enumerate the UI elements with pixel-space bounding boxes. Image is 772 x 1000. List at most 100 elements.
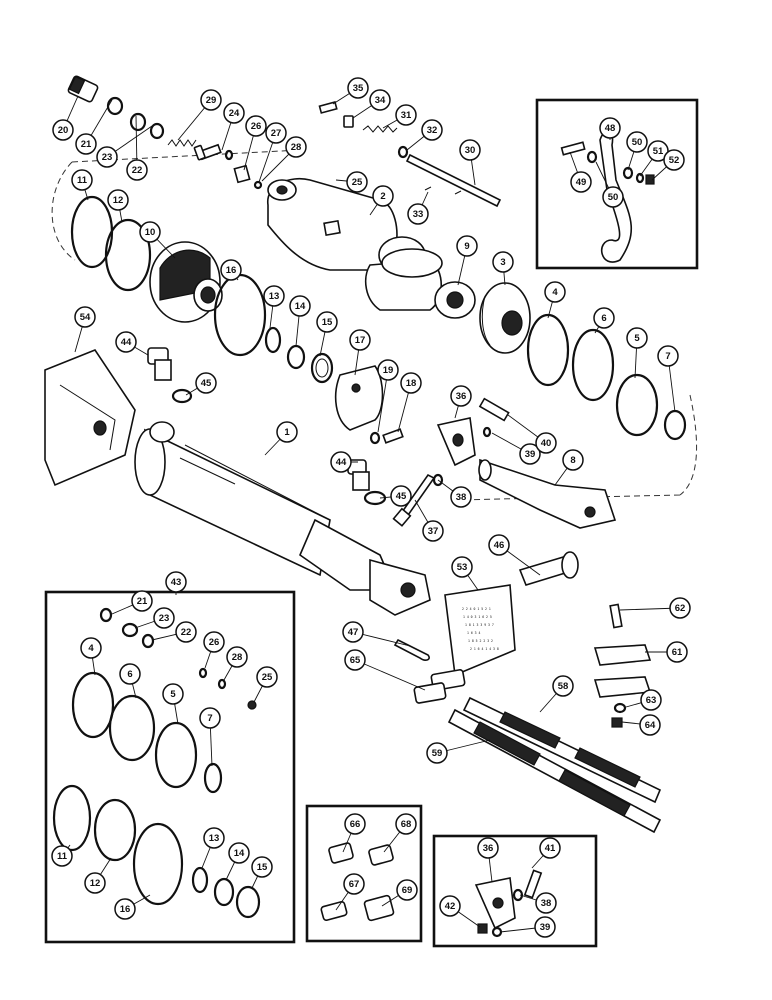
callout-30: 30 — [459, 139, 481, 161]
callout-label: 11 — [57, 851, 68, 862]
gland-3 — [479, 282, 531, 354]
adapter-67 — [320, 901, 348, 921]
callout-label: 16 — [226, 265, 237, 276]
callout-16: 16 — [220, 259, 242, 281]
callout-label: 9 — [464, 241, 469, 252]
callout-circle — [153, 607, 175, 629]
callout-circle — [663, 149, 685, 171]
callout-circle — [400, 372, 422, 394]
callout-label: 36 — [483, 843, 494, 854]
callout-label: 22 — [132, 165, 143, 176]
elbow-fitting-44-upper — [147, 347, 172, 381]
callout-65: 65 — [344, 649, 366, 671]
callout-39: 39 — [534, 916, 556, 938]
callout-label: 12 — [90, 878, 101, 889]
callout-39: 39 — [519, 443, 541, 465]
callout-label: 64 — [645, 720, 656, 731]
callout-circle — [602, 186, 624, 208]
callout-19: 19 — [377, 359, 399, 381]
plate-17 — [334, 365, 384, 431]
callout-circle — [344, 813, 366, 835]
kit-ring-26 — [198, 667, 208, 679]
callout-label: 68 — [401, 819, 412, 830]
callout-label: 27 — [271, 128, 282, 139]
callout-label: 21 — [81, 139, 92, 150]
callout-circle — [599, 117, 621, 139]
callout-circle — [346, 171, 368, 193]
callout-circle — [426, 742, 448, 764]
callout-label: 18 — [406, 378, 417, 389]
plate-text-line-2: 1 4 0 3 1 6 2 5 — [463, 615, 492, 619]
callout-label: 25 — [262, 672, 273, 683]
callout-12: 12 — [84, 872, 106, 894]
callout-circle — [75, 133, 97, 155]
kit-backup-ring-12 — [93, 798, 137, 862]
callout-53: 53 — [451, 556, 473, 578]
callout-label: 1 — [284, 427, 290, 438]
kit-o-ring-5 — [154, 721, 198, 789]
callout-label: 48 — [605, 123, 616, 134]
callout-12: 12 — [107, 189, 129, 211]
callout-circle — [349, 329, 371, 351]
callout-circle — [647, 140, 669, 162]
lock-plate-36 — [436, 417, 476, 467]
o-ring-23 — [129, 112, 147, 132]
callout-label: 44 — [121, 337, 132, 348]
callout-label: 50 — [632, 137, 643, 148]
callout-circle — [71, 169, 93, 191]
washer-50-b — [622, 166, 634, 180]
callout-label: 23 — [159, 613, 170, 624]
callout-circle — [570, 171, 592, 193]
wiper-15 — [310, 352, 334, 384]
callout-label: 10 — [145, 227, 156, 238]
callout-circle — [456, 235, 478, 257]
backup-ring-16 — [213, 273, 267, 357]
nut-42 — [477, 923, 488, 934]
callout-label: 17 — [355, 335, 366, 346]
callout-circle — [372, 185, 394, 207]
callout-circle — [265, 122, 287, 144]
callout-circle — [552, 675, 574, 697]
callout-label: 39 — [525, 449, 536, 460]
callout-28: 28 — [285, 136, 307, 158]
callout-label: 52 — [669, 155, 680, 166]
callout-64: 64 — [639, 714, 661, 736]
callout-circle — [492, 251, 514, 273]
callout-label: 28 — [232, 652, 243, 663]
callout-circle — [162, 683, 184, 705]
callout-label: 24 — [229, 108, 240, 119]
callout-circle — [226, 646, 248, 668]
callout-circle — [534, 916, 556, 938]
callout-circle — [519, 443, 541, 465]
callout-45: 45 — [390, 485, 412, 507]
callout-label: 4 — [88, 643, 94, 654]
callout-circle — [107, 189, 129, 211]
callout-circle — [626, 327, 648, 349]
stop-washer-38 — [512, 888, 524, 902]
callout-26: 26 — [203, 631, 225, 653]
callout-16: 16 — [114, 898, 136, 920]
callout-label: 65 — [350, 655, 361, 666]
callout-circle — [115, 331, 137, 353]
callout-17: 17 — [349, 329, 371, 351]
adapter-68 — [368, 844, 394, 866]
ring-28 — [253, 180, 263, 190]
callout-40: 40 — [535, 432, 557, 454]
callout-7: 7 — [199, 707, 221, 729]
callout-59: 59 — [426, 742, 448, 764]
callout-layer: 1234567891011121314151617181920212223242… — [51, 77, 691, 938]
callout-label: 6 — [601, 313, 606, 324]
o-ring-22 — [149, 122, 165, 140]
washer-19 — [369, 431, 381, 445]
callout-label: 16 — [120, 904, 131, 915]
callout-circle — [395, 104, 417, 126]
callout-circle — [396, 879, 418, 901]
callout-label: 47 — [348, 627, 359, 638]
plate-text-line-3: 1 8 1 3 3 9 3 7 — [465, 623, 494, 627]
callout-label: 35 — [353, 83, 364, 94]
callout-label: 44 — [336, 457, 347, 468]
callout-label: 21 — [137, 596, 148, 607]
ring-39 — [482, 426, 492, 438]
callout-4: 4 — [80, 637, 102, 659]
wear-ring-4 — [526, 313, 570, 387]
